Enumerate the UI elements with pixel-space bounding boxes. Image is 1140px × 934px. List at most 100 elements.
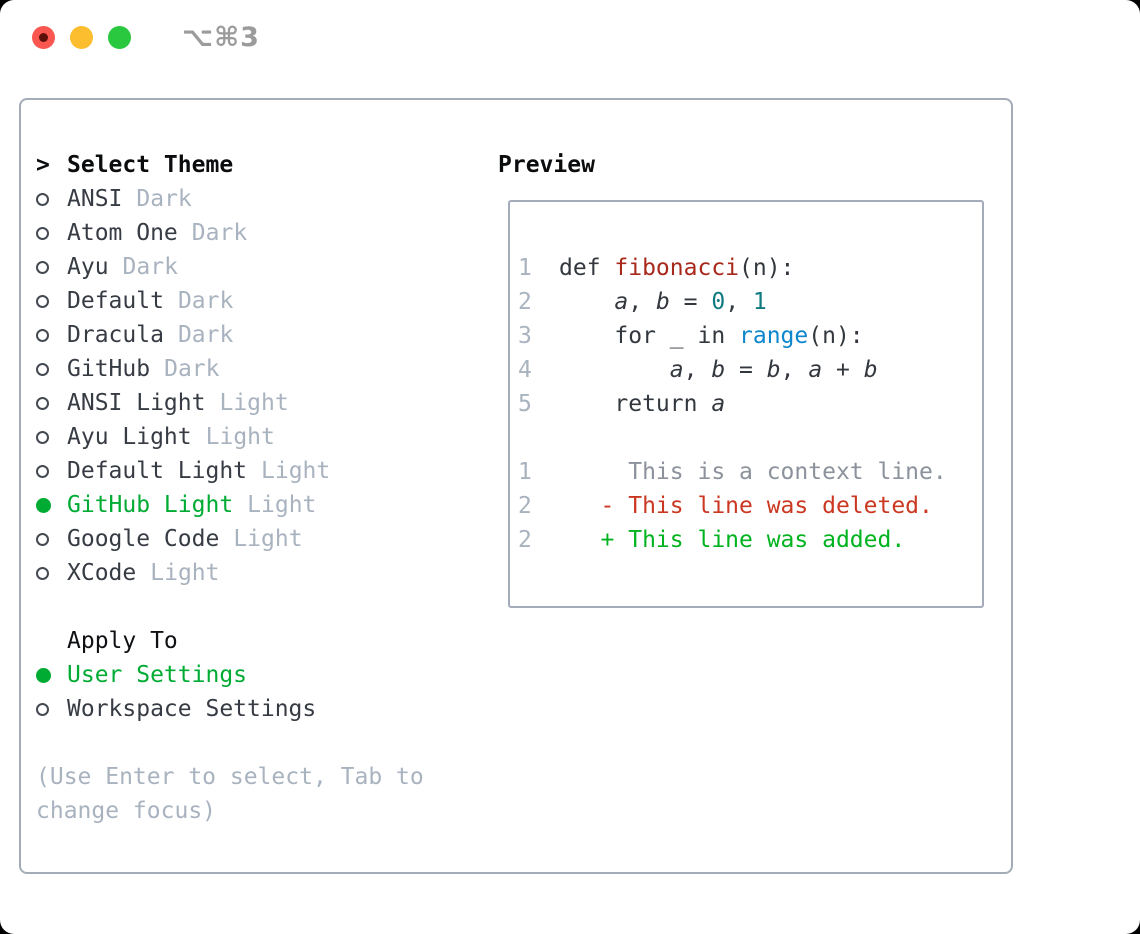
theme-variant: Dark — [122, 254, 178, 280]
radio-icon — [36, 260, 49, 274]
theme-option-default-light[interactable]: Default Light Light — [36, 454, 498, 488]
theme-option-default[interactable]: Default Dark — [36, 284, 498, 318]
apply-to-header: Apply To — [36, 624, 498, 658]
code-token-var: a — [808, 357, 823, 383]
radio-mark — [36, 497, 67, 513]
theme-name: Ayu — [67, 254, 109, 280]
code-token-fg: , — [683, 357, 712, 383]
theme-option-ansi-light[interactable]: ANSI Light Light — [36, 386, 498, 420]
theme-name: Default — [67, 288, 164, 314]
code-token-fg: + — [822, 357, 864, 383]
radio-icon — [36, 532, 49, 546]
code-token-ctx: This is a context line. — [559, 459, 947, 485]
radio-mark — [36, 566, 67, 580]
radio-icon — [36, 702, 49, 716]
line-number: 5 — [518, 391, 532, 417]
theme-variant: Dark — [191, 220, 248, 246]
zoom-button-icon[interactable] — [108, 26, 131, 49]
code-token-add: + This line was added. — [559, 527, 906, 553]
code-line: 1 This is a context line. — [518, 455, 982, 489]
code-token-call: range — [739, 323, 809, 349]
radio-mark — [36, 464, 67, 478]
theme-name: ANSI — [67, 186, 123, 212]
code-token-num: 1 — [752, 289, 767, 315]
code-token-var: a — [614, 289, 629, 315]
code-token-fg: return — [559, 391, 712, 417]
select-theme-label: Select Theme — [67, 152, 234, 178]
hint-line: change focus) — [36, 798, 217, 824]
code-token-var: b — [655, 289, 670, 315]
apply-option-label: Workspace Settings — [67, 696, 317, 722]
hint-text: (Use Enter to select, Tab to change focus… — [36, 760, 498, 828]
theme-name: Google Code — [67, 526, 220, 552]
radio-icon — [36, 328, 49, 342]
line-number: 1 — [518, 459, 532, 485]
code-token-num: 0 — [711, 289, 726, 315]
spacer — [36, 590, 498, 624]
code-token-fg — [559, 289, 614, 315]
radio-mark — [36, 294, 67, 308]
radio-icon — [36, 226, 49, 240]
window-title: ⌥⌘3 — [182, 22, 260, 53]
theme-variant: Dark — [177, 322, 234, 348]
line-number: 4 — [518, 357, 532, 383]
theme-variant: Dark — [177, 288, 234, 314]
minimize-button-icon[interactable] — [70, 26, 93, 49]
code-token-fg: , — [628, 289, 656, 315]
select-theme-header: > Select Theme — [36, 148, 498, 182]
theme-name: XCode — [67, 560, 137, 586]
code-token-fg: , — [725, 289, 753, 315]
radio-mark — [36, 667, 67, 683]
radio-mark — [36, 226, 67, 240]
radio-selected-icon — [36, 497, 51, 513]
titlebar: ⌥⌘3 — [0, 0, 1140, 75]
radio-icon — [36, 294, 49, 308]
radio-mark — [36, 430, 67, 444]
apply-option-workspace-settings[interactable]: Workspace Settings — [36, 692, 498, 726]
theme-name: ANSI Light — [67, 390, 206, 416]
code-line: 5 return a — [518, 387, 982, 421]
code-token-fg: for _ in — [559, 323, 740, 349]
radio-mark — [36, 362, 67, 376]
line-number: 2 — [518, 527, 532, 553]
theme-name: GitHub Light — [67, 492, 234, 518]
radio-icon — [36, 396, 49, 410]
code-token-fg: (n): — [739, 255, 795, 281]
preview-title: Preview — [498, 152, 595, 178]
code-token-fg: def — [559, 255, 615, 281]
theme-variant: Light — [247, 492, 317, 518]
theme-option-github-light[interactable]: GitHub Light Light — [36, 488, 498, 522]
apply-option-label: User Settings — [67, 662, 248, 688]
close-button-icon[interactable] — [32, 26, 55, 49]
code-token-var: b — [766, 357, 781, 383]
code-line: 2 + This line was added. — [518, 523, 982, 557]
radio-mark — [36, 702, 67, 716]
theme-name: Dracula — [67, 322, 164, 348]
theme-variant: Light — [261, 458, 331, 484]
theme-option-dracula[interactable]: Dracula Dark — [36, 318, 498, 352]
apply-option-user-settings[interactable]: User Settings — [36, 658, 498, 692]
code-token-var: a — [669, 357, 684, 383]
theme-name: Default Light — [67, 458, 248, 484]
theme-variant: Light — [205, 424, 275, 450]
code-token-var: a — [711, 391, 726, 417]
radio-icon — [36, 192, 49, 206]
hint-line: (Use Enter to select, Tab to — [36, 764, 424, 790]
theme-option-ayu[interactable]: Ayu Dark — [36, 250, 498, 284]
theme-variant: Light — [219, 390, 289, 416]
radio-selected-icon — [36, 667, 51, 683]
